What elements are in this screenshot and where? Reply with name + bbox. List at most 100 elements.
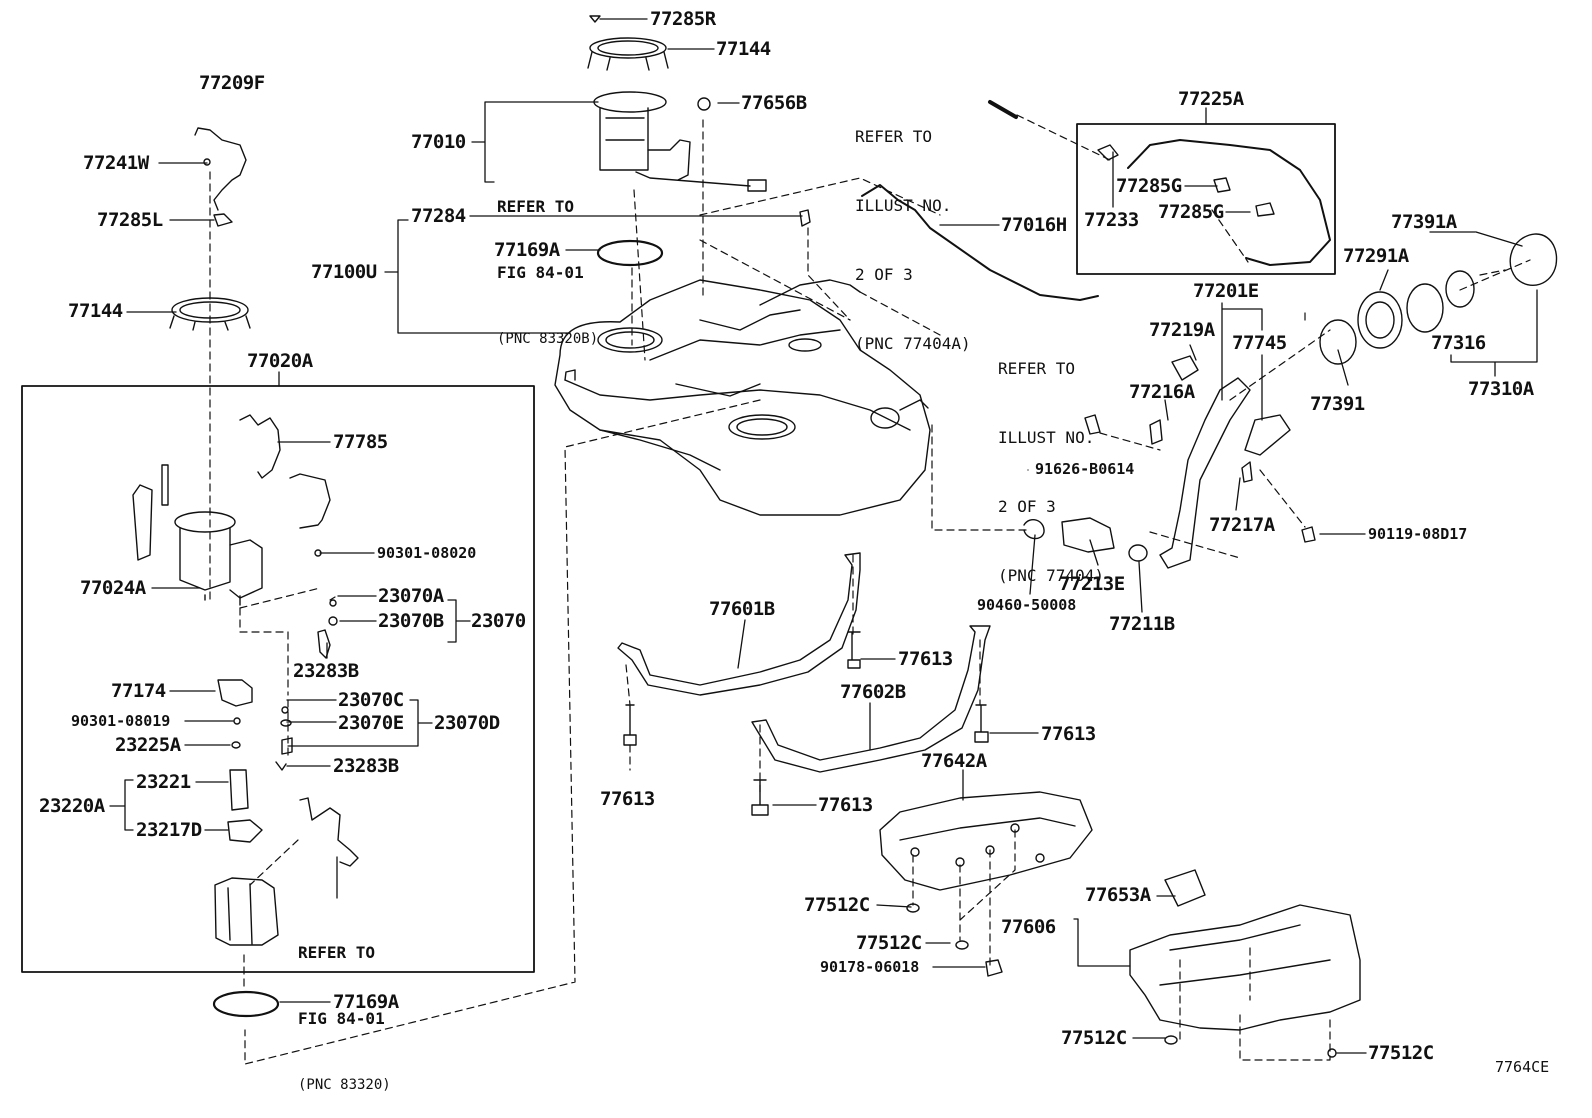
- ref-illust-b-line3: 2 OF 3: [998, 497, 1056, 516]
- label-77217A[interactable]: 77217A: [1209, 514, 1275, 536]
- label-77213E[interactable]: 77213E: [1059, 573, 1125, 595]
- label-90178-06018[interactable]: 90178-06018: [820, 958, 920, 976]
- label-77144-left[interactable]: 77144: [68, 300, 123, 322]
- label-23070D[interactable]: 23070D: [434, 712, 500, 734]
- label-77613-c[interactable]: 77613: [600, 788, 655, 810]
- part-23221-filter: [230, 770, 248, 810]
- part-23070E: [281, 720, 291, 726]
- label-77219A[interactable]: 77219A: [1149, 319, 1215, 341]
- label-77225A[interactable]: 77225A: [1178, 88, 1244, 110]
- label-77201E[interactable]: 77201E: [1193, 280, 1259, 302]
- ref-fig-bottom-line3: (PNC 83320): [298, 1077, 391, 1093]
- label-77512C-a[interactable]: 77512C: [804, 894, 870, 916]
- part-77219A: [1172, 356, 1198, 380]
- label-77284[interactable]: 77284: [411, 205, 466, 227]
- part-77391A-cap: [1510, 234, 1556, 285]
- label-91626-B0614[interactable]: 91626-B0614: [1035, 460, 1135, 478]
- label-77144-top[interactable]: 77144: [716, 38, 771, 60]
- part-77785-wire: [240, 415, 280, 478]
- label-23283B-bottom[interactable]: 23283B: [333, 755, 399, 777]
- label-77024A[interactable]: 77024A: [80, 577, 146, 599]
- label-77745[interactable]: 77745: [1232, 332, 1287, 354]
- label-77016H[interactable]: 77016H: [1001, 214, 1067, 236]
- label-23217D[interactable]: 23217D: [136, 819, 202, 841]
- label-90301-08020[interactable]: 90301-08020: [377, 544, 477, 562]
- dashed-guide-lines: [210, 115, 1530, 1064]
- label-77169A-top[interactable]: 77169A: [494, 239, 560, 261]
- label-23070C[interactable]: 23070C: [338, 689, 404, 711]
- label-77653A[interactable]: 77653A: [1085, 884, 1151, 906]
- part-77606-heat-shield: [1130, 905, 1360, 1030]
- diagram-id: 7764CE: [1495, 1058, 1550, 1076]
- ref-fig-bottom-line1: REFER TO: [298, 943, 376, 962]
- label-77606[interactable]: 77606: [1001, 916, 1056, 938]
- label-77010[interactable]: 77010: [411, 131, 466, 153]
- label-23225A[interactable]: 23225A: [115, 734, 181, 756]
- label-77656B[interactable]: 77656B: [741, 92, 807, 114]
- ref-illust-b-line1: REFER TO: [998, 359, 1076, 378]
- part-77512C-b: [956, 941, 968, 949]
- label-77512C-b[interactable]: 77512C: [856, 932, 922, 954]
- label-77285R[interactable]: 77285R: [650, 8, 716, 30]
- part-77602B-strap: [752, 626, 990, 772]
- ref-fig-top-line1: REFER TO: [497, 197, 575, 216]
- label-77601B[interactable]: 77601B: [709, 598, 775, 620]
- label-77391[interactable]: 77391: [1310, 393, 1365, 415]
- label-77613-b[interactable]: 77613: [1041, 723, 1096, 745]
- label-77512C-c[interactable]: 77512C: [1061, 1027, 1127, 1049]
- part-77174: [218, 680, 252, 706]
- label-77241W[interactable]: 77241W: [83, 152, 149, 174]
- label-77291A[interactable]: 77291A: [1343, 245, 1409, 267]
- label-77174[interactable]: 77174: [111, 680, 166, 702]
- part-77233: [1098, 145, 1118, 160]
- label-77100U[interactable]: 77100U: [311, 261, 377, 283]
- ref-fig-bottom-line2: FIG 84-01: [298, 1009, 385, 1028]
- label-77512C-d[interactable]: 77512C: [1368, 1042, 1434, 1064]
- part-77169A-top-gasket: [598, 241, 662, 265]
- part-77209F-wire: [195, 128, 246, 210]
- label-77602B[interactable]: 77602B: [840, 681, 906, 703]
- label-77642A[interactable]: 77642A: [921, 750, 987, 772]
- label-23220A[interactable]: 23220A: [39, 795, 105, 817]
- pump-assembly-frame: [22, 386, 534, 972]
- label-77613-a[interactable]: 77613: [898, 648, 953, 670]
- label-23221[interactable]: 23221: [136, 771, 191, 793]
- part-77217A: [1242, 462, 1252, 482]
- label-77211B[interactable]: 77211B: [1109, 613, 1175, 635]
- label-77285G-b[interactable]: 77285G: [1158, 201, 1224, 223]
- label-77209F[interactable]: 77209F: [199, 72, 265, 94]
- label-90119-08D17[interactable]: 90119-08D17: [1368, 525, 1468, 543]
- label-23070B[interactable]: 23070B: [378, 610, 444, 632]
- label-23070E[interactable]: 23070E: [338, 712, 404, 734]
- label-77285L[interactable]: 77285L: [97, 209, 163, 231]
- part-90119-08D17: [1302, 527, 1315, 542]
- vent-hose-assembly-frame: [1077, 124, 1335, 274]
- ref-illust-2-of-3-a: REFER TO ILLUST NO. 2 OF 3 (PNC 77404A): [855, 79, 971, 378]
- label-23283B-top[interactable]: 23283B: [293, 660, 359, 682]
- label-90301-08019[interactable]: 90301-08019: [71, 712, 171, 730]
- label-77233[interactable]: 77233: [1084, 209, 1139, 231]
- label-77216A[interactable]: 77216A: [1129, 381, 1195, 403]
- label-23070A[interactable]: 23070A: [378, 585, 444, 607]
- ref-fig-top-line2: FIG 84-01: [497, 263, 584, 282]
- label-77391A[interactable]: 77391A: [1391, 211, 1457, 233]
- ref-illust-b-line2: ILLUST NO.: [998, 428, 1095, 447]
- part-77216A: [1150, 420, 1162, 444]
- label-77285G-a[interactable]: 77285G: [1116, 175, 1182, 197]
- part-23070B: [329, 617, 337, 625]
- part-77613-bolts: [624, 632, 988, 815]
- ref-illust-2-of-3-b: REFER TO ILLUST NO. 2 OF 3 (PNC 77404): [998, 311, 1104, 610]
- label-77020A[interactable]: 77020A: [247, 350, 313, 372]
- ref-fig-84-01-bottom: REFER TO FIG 84-01 (PNC 83320): [298, 898, 391, 1118]
- label-23070[interactable]: 23070: [471, 610, 526, 632]
- part-sender-wire: [300, 798, 358, 866]
- label-77613-d[interactable]: 77613: [818, 794, 873, 816]
- part-23070A: [330, 600, 336, 606]
- label-77316[interactable]: 77316: [1431, 332, 1486, 354]
- label-90460-50008[interactable]: 90460-50008: [977, 596, 1077, 614]
- part-90301-08019: [234, 718, 240, 724]
- label-77310A[interactable]: 77310A: [1468, 378, 1534, 400]
- label-77785[interactable]: 77785: [333, 431, 388, 453]
- label-77169A-bottom[interactable]: 77169A: [333, 991, 399, 1013]
